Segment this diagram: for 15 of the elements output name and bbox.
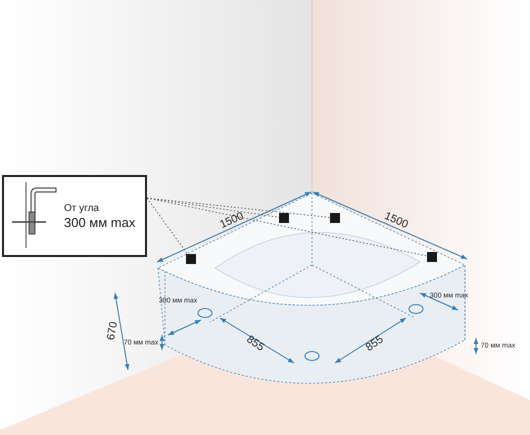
leader-line [146,198,330,218]
dimension-label: 1500 [382,211,410,231]
mounting-bracket-mark [330,213,340,223]
inset-text: 300 мм max [64,215,136,230]
dimension-label: 855 [364,334,386,354]
mounting-bracket-mark [186,254,196,264]
dimension-label: 670 [106,321,120,341]
mounting-bracket-mark [279,213,289,223]
dimension-label: 855 [244,334,266,354]
leader-line [146,198,428,256]
dimension-label: 1500 [218,211,246,231]
detail-inset [2,175,147,257]
mounting-bracket-mark [427,252,437,262]
leader-line [146,198,188,254]
inset-text: От угла [64,203,99,214]
